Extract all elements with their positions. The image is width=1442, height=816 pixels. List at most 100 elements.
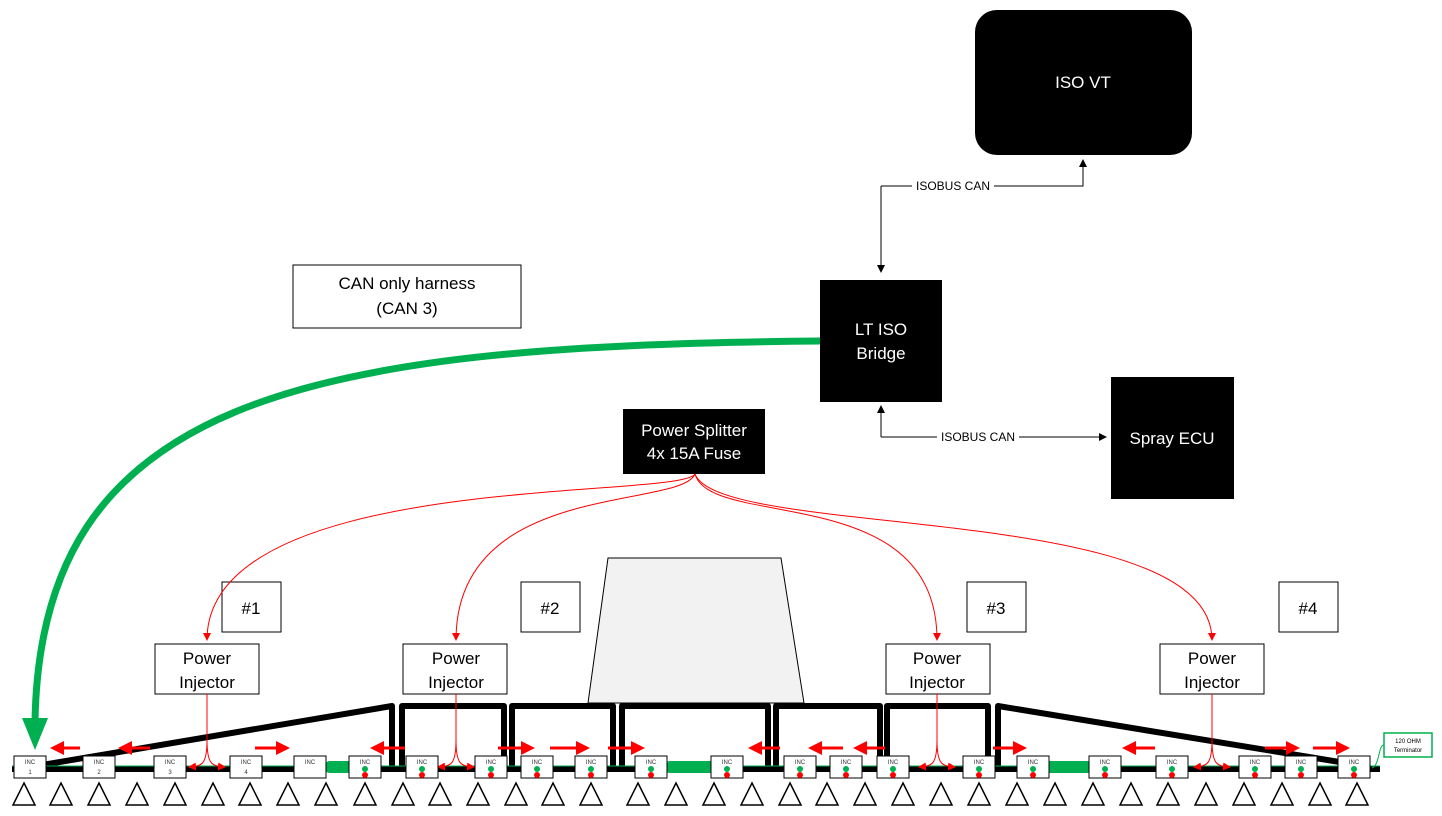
svg-text:Spray ECU: Spray ECU xyxy=(1129,429,1214,448)
power-feed-right xyxy=(1211,739,1231,771)
inc-module: INC xyxy=(574,755,608,779)
svg-text:INC: INC xyxy=(1167,760,1178,766)
power-feeds xyxy=(203,473,1216,641)
led-green xyxy=(976,766,982,772)
svg-text:INC: INC xyxy=(94,760,105,766)
svg-text:ISOBUS CAN: ISOBUS CAN xyxy=(916,179,990,193)
power-feed-left xyxy=(1193,694,1213,771)
led-red xyxy=(1351,772,1357,778)
can-harness-note: CAN only harness (CAN 3) xyxy=(292,264,522,329)
svg-text:INC: INC xyxy=(25,760,36,766)
nozzle-icon xyxy=(777,781,803,806)
arrow-head xyxy=(1122,741,1136,755)
svg-text:Bridge: Bridge xyxy=(856,344,905,363)
inc-module: INC xyxy=(783,755,817,779)
nozzle-icon xyxy=(663,781,689,806)
nozzle-icon xyxy=(86,781,112,806)
nozzle-icon xyxy=(275,781,301,806)
svg-text:INC: INC xyxy=(1349,760,1360,766)
svg-text:#1: #1 xyxy=(242,599,261,618)
inc-module: INC xyxy=(710,755,744,779)
inc-module: INC xyxy=(405,755,439,779)
led-red xyxy=(797,772,803,778)
svg-text:Power: Power xyxy=(183,649,232,668)
svg-text:Injector: Injector xyxy=(179,673,235,692)
isobus-can-upper: ISOBUS CAN xyxy=(877,160,1083,273)
inc-module: INC xyxy=(1155,755,1189,779)
svg-text:INC: INC xyxy=(722,760,733,766)
svg-text:4: 4 xyxy=(244,770,248,776)
inc-module: INC xyxy=(1284,755,1318,779)
svg-text:Injector: Injector xyxy=(909,673,965,692)
led-green xyxy=(724,766,730,772)
nozzle-icon xyxy=(313,781,339,806)
inc-module: INC xyxy=(348,755,382,779)
svg-text:INC: INC xyxy=(888,760,899,766)
svg-text:120 OHM: 120 OHM xyxy=(1395,739,1421,745)
nozzle-icon xyxy=(1042,781,1068,806)
svg-text:4x 15A Fuse: 4x 15A Fuse xyxy=(647,444,742,463)
nozzle-icon xyxy=(1118,781,1144,806)
arrow-head xyxy=(748,741,762,755)
led-green xyxy=(1102,766,1108,772)
svg-text:Power Splitter: Power Splitter xyxy=(641,421,747,440)
inc-module: INC xyxy=(829,755,863,779)
led-red xyxy=(488,772,494,778)
inc-module: INC xyxy=(876,755,910,779)
inc-module: INC xyxy=(474,755,508,779)
nozzle-icon xyxy=(701,781,727,806)
led-red xyxy=(890,772,896,778)
led-red xyxy=(843,772,849,778)
led-red xyxy=(976,772,982,778)
svg-text:#3: #3 xyxy=(987,599,1006,618)
nozzle-icon xyxy=(1193,781,1219,806)
svg-text:INC: INC xyxy=(360,760,371,766)
power-feed-right xyxy=(455,739,475,771)
svg-text:INC: INC xyxy=(165,760,176,766)
nozzle-icon xyxy=(1004,781,1030,806)
led-red xyxy=(534,772,540,778)
led-green xyxy=(797,766,803,772)
inc-module: INC xyxy=(962,755,996,779)
section-labels: #1 #2 #3 #4 xyxy=(221,581,1339,633)
terminator: 120 OHM Terminator xyxy=(1371,732,1433,769)
svg-text:Injector: Injector xyxy=(428,673,484,692)
nozzle-icon xyxy=(928,781,954,806)
arrow-head xyxy=(276,741,290,755)
inc-module: INC xyxy=(293,755,327,779)
svg-text:Injector: Injector xyxy=(1184,673,1240,692)
svg-text:Power: Power xyxy=(1188,649,1237,668)
nozzle-icon xyxy=(390,781,416,806)
power-feed-right xyxy=(206,739,226,771)
arrow-head xyxy=(853,741,867,755)
inc-module: INC 2 xyxy=(82,755,116,779)
led-green xyxy=(1252,766,1258,772)
inc-module: INC xyxy=(1016,755,1050,779)
led-green xyxy=(1169,766,1175,772)
svg-text:INC: INC xyxy=(1028,760,1039,766)
led-red xyxy=(1030,772,1036,778)
led-green xyxy=(1030,766,1036,772)
svg-text:INC: INC xyxy=(1296,760,1307,766)
led-red xyxy=(362,772,368,778)
led-red xyxy=(1169,772,1175,778)
arrow-head xyxy=(521,741,535,755)
nozzle-icon xyxy=(1269,781,1295,806)
svg-text:INC: INC xyxy=(974,760,985,766)
svg-text:LT ISO: LT ISO xyxy=(855,320,907,339)
svg-text:INC: INC xyxy=(532,760,543,766)
arrow-head xyxy=(1013,741,1027,755)
nozzle-icon xyxy=(739,781,765,806)
led-green xyxy=(1298,766,1304,772)
led-green xyxy=(890,766,896,772)
nozzle-icon xyxy=(48,781,74,806)
svg-text:CAN only harness: CAN only harness xyxy=(338,274,475,293)
svg-text:2: 2 xyxy=(97,770,101,776)
svg-text:#2: #2 xyxy=(541,599,560,618)
led-red xyxy=(648,772,654,778)
